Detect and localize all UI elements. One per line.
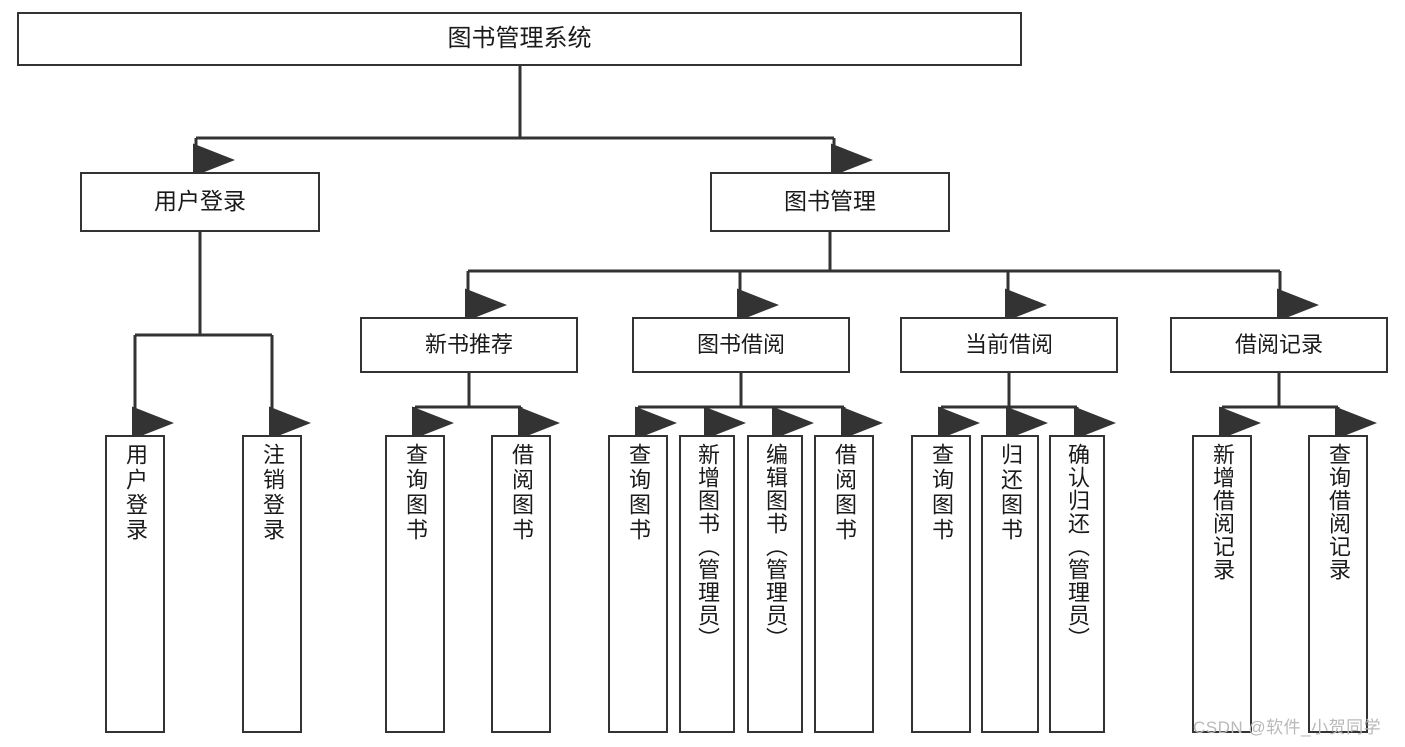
leaf-book-borrow-add[interactable]: 新增图书（管理员） [679, 435, 735, 733]
node-label: 编辑图书（管理员） [763, 443, 788, 650]
node-label: 图书管理系统 [447, 24, 592, 52]
node-label: 借阅图书 [509, 443, 534, 543]
leaf-book-borrow-borrow[interactable]: 借阅图书 [814, 435, 874, 733]
leaf-new-book-borrow[interactable]: 借阅图书 [491, 435, 551, 733]
leaf-book-borrow-query[interactable]: 查询图书 [608, 435, 668, 733]
node-label: 归还图书 [998, 443, 1023, 543]
node-label: 图书借阅 [696, 332, 785, 358]
node-new-book-recommend[interactable]: 新书推荐 [360, 317, 578, 373]
node-book-management[interactable]: 图书管理 [710, 172, 950, 232]
node-label: 借阅记录 [1234, 332, 1323, 358]
leaf-current-borrow-confirm-return[interactable]: 确认归还（管理员） [1049, 435, 1105, 733]
node-label: 当前借阅 [964, 332, 1053, 358]
node-borrow-record[interactable]: 借阅记录 [1170, 317, 1388, 373]
node-label: 新增借阅记录 [1210, 443, 1235, 581]
node-label: 注销登录 [260, 443, 285, 543]
leaf-new-book-query[interactable]: 查询图书 [385, 435, 445, 733]
leaf-user-login-login[interactable]: 用户登录 [105, 435, 165, 733]
node-label: 用户登录 [154, 188, 246, 215]
leaf-borrow-record-query[interactable]: 查询借阅记录 [1308, 435, 1368, 733]
node-label: 图书管理 [784, 188, 876, 215]
node-book-borrow[interactable]: 图书借阅 [632, 317, 850, 373]
leaf-user-login-logout[interactable]: 注销登录 [242, 435, 302, 733]
node-label: 查询借阅记录 [1326, 443, 1351, 581]
node-label: 查询图书 [403, 443, 428, 543]
leaf-borrow-record-add[interactable]: 新增借阅记录 [1192, 435, 1252, 733]
node-label: 新书推荐 [424, 332, 513, 358]
node-root-system[interactable]: 图书管理系统 [17, 12, 1022, 66]
node-label: 借阅图书 [832, 443, 857, 543]
csdn-watermark: CSDN @软件_小贺同学 [1193, 718, 1382, 737]
leaf-current-borrow-query[interactable]: 查询图书 [911, 435, 971, 733]
node-label: 确认归还（管理员） [1065, 443, 1090, 650]
node-label: 新增图书（管理员） [695, 443, 720, 650]
node-label: 查询图书 [929, 443, 954, 543]
node-label: 用户登录 [123, 443, 148, 543]
leaf-current-borrow-return[interactable]: 归还图书 [981, 435, 1039, 733]
node-label: 查询图书 [626, 443, 651, 543]
node-current-borrow[interactable]: 当前借阅 [900, 317, 1118, 373]
node-user-login[interactable]: 用户登录 [80, 172, 320, 232]
leaf-book-borrow-edit[interactable]: 编辑图书（管理员） [747, 435, 803, 733]
